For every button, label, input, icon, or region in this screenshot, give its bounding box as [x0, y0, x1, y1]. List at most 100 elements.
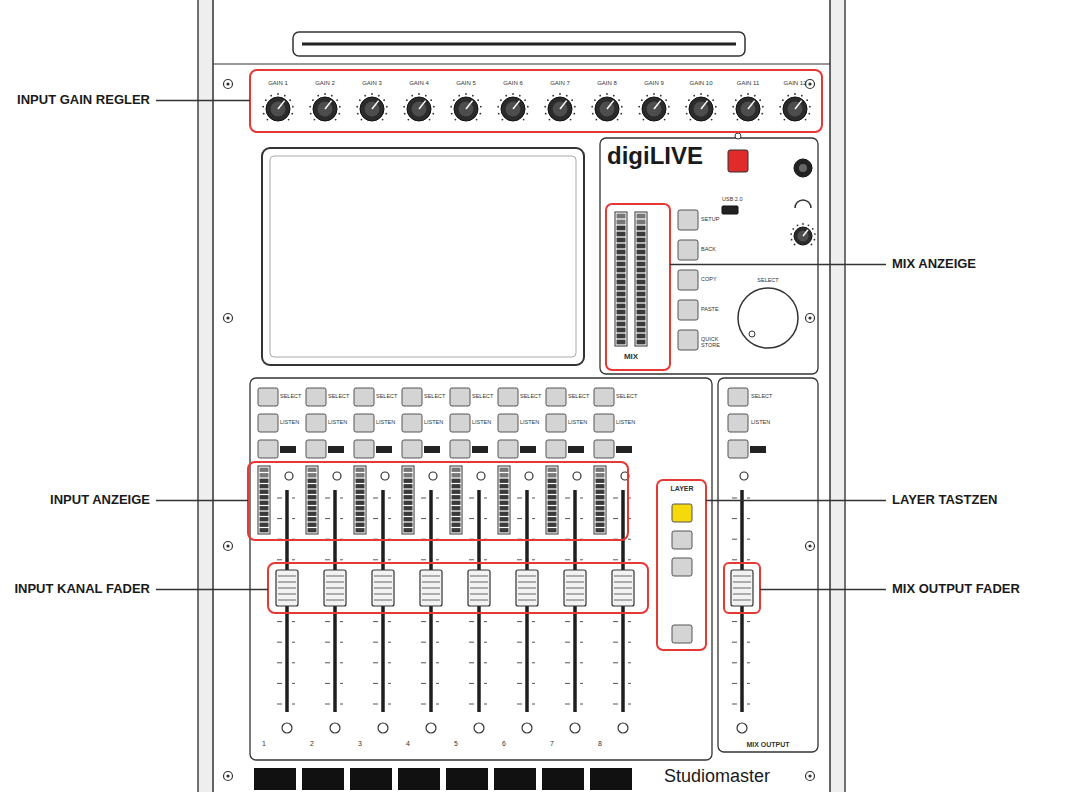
- undefined: [452, 468, 461, 472]
- undefined: [308, 501, 317, 505]
- highlight-outline: [268, 563, 648, 613]
- undefined: [500, 490, 509, 494]
- knob-tick: [425, 95, 427, 97]
- push-button: [728, 414, 748, 432]
- knob-tick: [812, 228, 814, 230]
- scribble-strip: [446, 768, 488, 790]
- fader-cap-grip: [470, 588, 488, 589]
- fader-scale-tick: [292, 518, 295, 519]
- fader-scale-tick: [340, 559, 343, 560]
- undefined: [404, 506, 413, 510]
- fader-cap-grip: [733, 594, 751, 595]
- undefined: [356, 528, 365, 532]
- undefined: [356, 484, 365, 488]
- knob-tick: [289, 99, 291, 101]
- knob-tick: [465, 93, 467, 95]
- fader-scale-tick: [436, 559, 439, 560]
- scribble-strip: [494, 768, 536, 790]
- fader-scale-tick: [628, 621, 631, 622]
- undefined: [548, 473, 557, 477]
- knob-tick: [664, 119, 666, 121]
- push-button: [594, 440, 614, 458]
- fader-scale-tick: [732, 559, 737, 560]
- undefined: [260, 506, 269, 510]
- undefined: [260, 512, 269, 516]
- undefined: [617, 280, 626, 285]
- knob-tick: [385, 113, 387, 115]
- callout-label: INPUT ANZEIGE: [50, 493, 150, 508]
- knob-tick: [477, 99, 479, 101]
- fader-cap-grip: [566, 600, 584, 601]
- undefined: [500, 517, 509, 521]
- knob-tick: [685, 106, 687, 108]
- undefined: [548, 506, 557, 510]
- undefined: [548, 528, 557, 532]
- fader-scale-tick: [580, 621, 583, 622]
- button-label: LISTEN: [328, 419, 347, 425]
- undefined: [637, 256, 646, 261]
- undefined: [617, 340, 626, 345]
- fader-cap-grip: [422, 576, 440, 577]
- fader-scale-tick: [277, 518, 282, 519]
- undefined: [637, 220, 646, 225]
- knob-tick: [262, 106, 264, 108]
- undefined: [452, 506, 461, 510]
- knob-tick: [732, 106, 734, 108]
- undefined: [452, 490, 461, 494]
- button-label: SELECT: [616, 393, 637, 399]
- undefined: [404, 490, 413, 494]
- knob-tick: [429, 119, 431, 121]
- undefined: [637, 232, 646, 237]
- panel-screw: [224, 772, 233, 781]
- push-button: [678, 210, 698, 230]
- push-button: [306, 414, 326, 432]
- undefined: [596, 528, 605, 532]
- fader-scale-tick: [373, 621, 378, 622]
- undefined: [356, 473, 365, 477]
- push-button: [258, 440, 278, 458]
- undefined: [404, 468, 413, 472]
- undefined: [617, 214, 626, 219]
- knob-tick: [451, 113, 453, 115]
- undefined: [308, 484, 317, 488]
- rotary-knob: [454, 97, 478, 121]
- fader-scale-tick: [436, 642, 439, 643]
- undefined: [617, 304, 626, 309]
- undefined: [637, 322, 646, 327]
- knob-tick: [688, 99, 690, 101]
- undefined: [548, 479, 557, 483]
- knob-tick: [665, 99, 667, 101]
- fader-scale-tick: [565, 662, 570, 663]
- fader-cap-grip: [566, 594, 584, 595]
- fader-scale-tick: [292, 642, 295, 643]
- fader-scale-tick: [469, 662, 474, 663]
- undefined: [404, 523, 413, 527]
- knob-tick: [689, 119, 691, 121]
- fader-scale-tick: [277, 683, 282, 684]
- undefined: [596, 484, 605, 488]
- fader-scale-tick: [517, 662, 522, 663]
- knob-tick: [265, 99, 267, 101]
- fader-cap-grip: [278, 576, 296, 577]
- fader-scale-tick: [325, 518, 330, 519]
- fader-cap-grip: [278, 594, 296, 595]
- knob-tick: [668, 106, 670, 108]
- fader-scale-tick: [469, 683, 474, 684]
- fader-scale-tick: [277, 642, 282, 643]
- fader-cap-grip: [326, 600, 344, 601]
- button-label: SELECT: [751, 393, 772, 399]
- push-button: [672, 504, 692, 522]
- highlight-outline: [248, 462, 628, 540]
- undefined: [637, 226, 646, 231]
- scribble-strip: [398, 768, 440, 790]
- status-led: [740, 472, 748, 480]
- knob-tick: [270, 95, 272, 97]
- undefined: [452, 473, 461, 477]
- knob-tick: [660, 95, 662, 97]
- fader-cap-grip: [614, 588, 632, 589]
- knob-tick: [288, 119, 290, 121]
- level-meter: [354, 466, 366, 534]
- fader-cap-grip: [518, 576, 536, 577]
- fader-cap-grip: [733, 588, 751, 589]
- gain-label: GAIN 1: [268, 80, 288, 87]
